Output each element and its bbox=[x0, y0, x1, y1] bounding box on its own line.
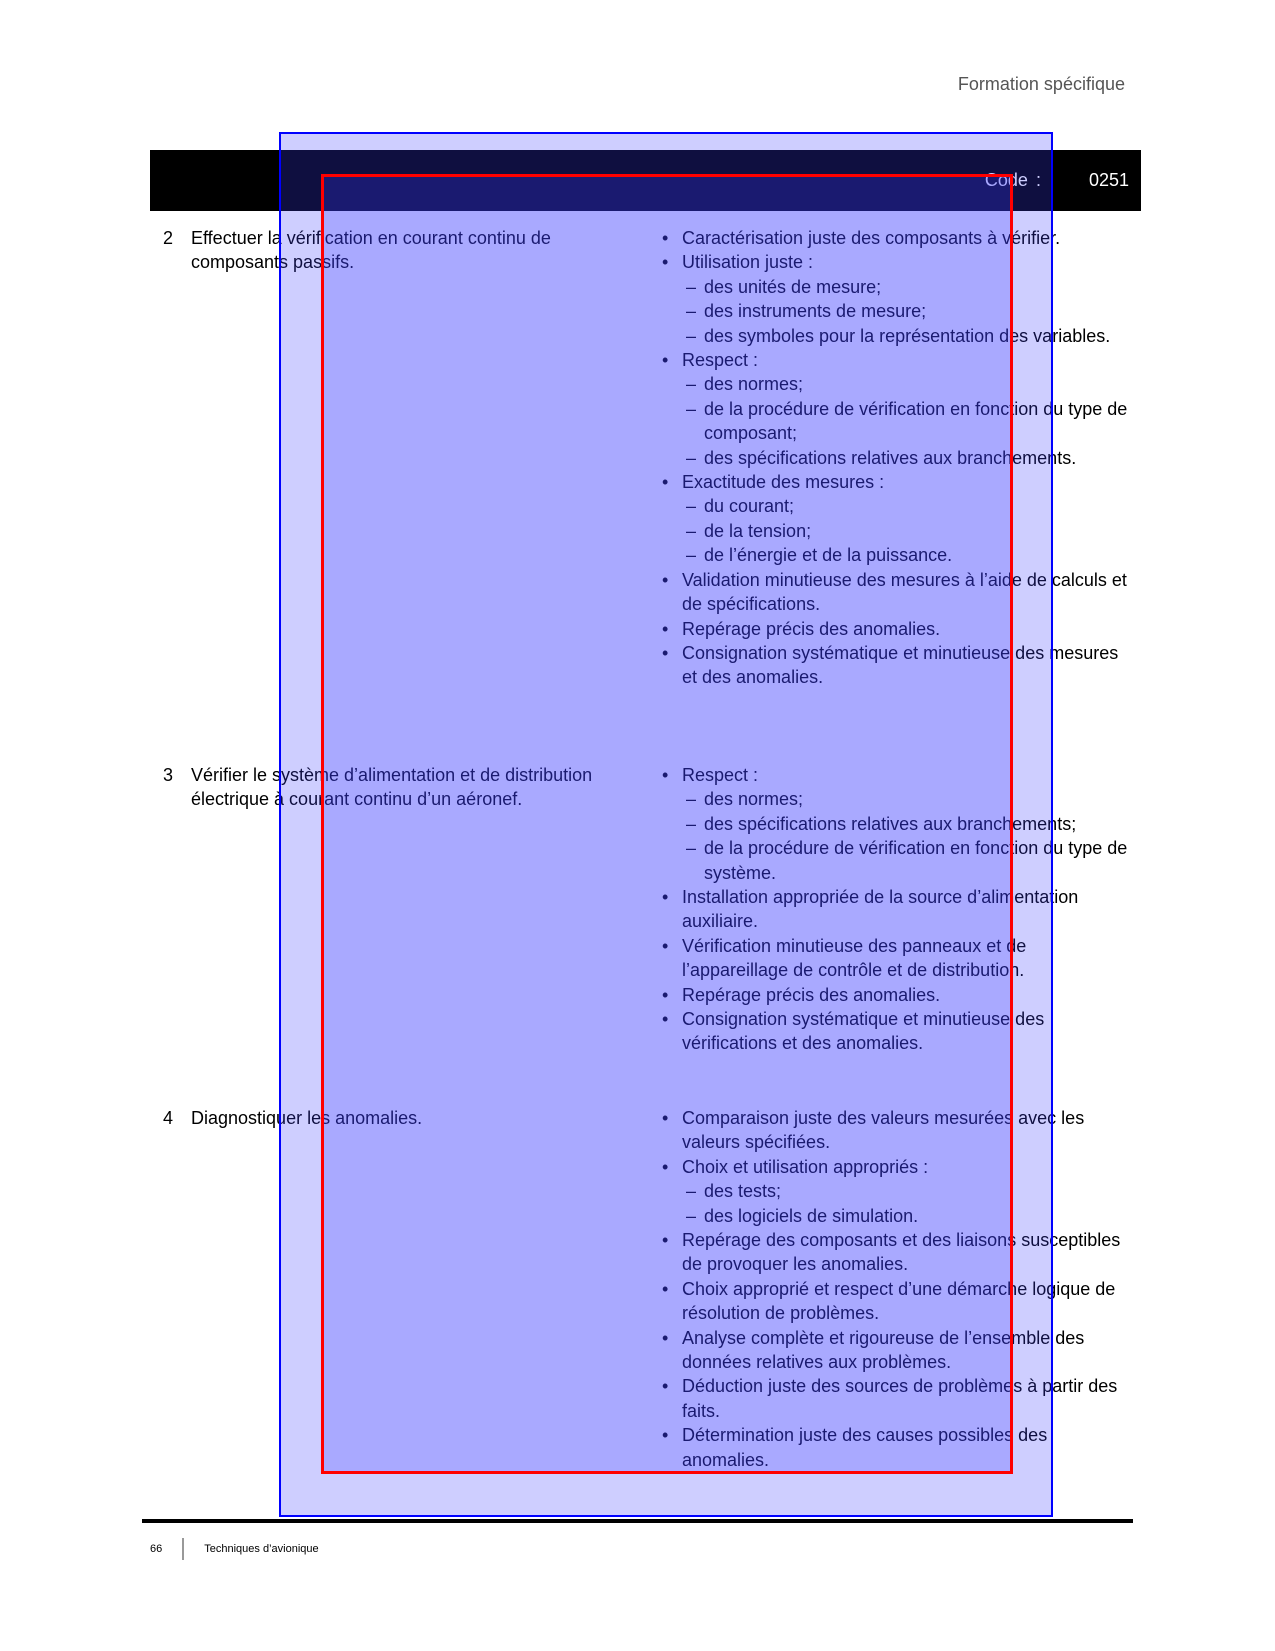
criterion-subitem: de la procédure de vérification en fonct… bbox=[662, 836, 1132, 885]
code-separator: : bbox=[1035, 170, 1041, 190]
code-value: 0251 bbox=[1088, 170, 1129, 190]
criterion-subitem: du courant; bbox=[662, 494, 1132, 519]
criterion-bullet: Détermination juste des causes possibles… bbox=[662, 1423, 1132, 1472]
criteria-list: Comparaison juste des valeurs mesurées a… bbox=[662, 1106, 1132, 1472]
footer: 66 Techniques d’avionique bbox=[150, 1538, 319, 1560]
criterion-subitem: des spécifications relatives aux branche… bbox=[662, 446, 1132, 471]
criterion-bullet: Choix approprié et respect d’une démarch… bbox=[662, 1277, 1132, 1326]
criterion-bullet: Repérage des composants et des liaisons … bbox=[662, 1228, 1132, 1277]
criterion-bullet: Caractérisation juste des composants à v… bbox=[662, 226, 1132, 251]
criterion-bullet: Repérage précis des anomalies. bbox=[662, 617, 1132, 642]
footer-separator bbox=[182, 1538, 185, 1560]
criterion-subitem: des symboles pour la représentation des … bbox=[662, 324, 1132, 349]
criterion-subitem: des instruments de mesure; bbox=[662, 299, 1132, 324]
element-number: 2 bbox=[163, 228, 174, 248]
criterion-subitem: des spécifications relatives aux branche… bbox=[662, 812, 1132, 837]
element-text: Effectuer la vérification en courant con… bbox=[191, 228, 551, 273]
criterion-bullet: Utilisation juste : bbox=[662, 250, 1132, 275]
criterion-bullet: Respect : bbox=[662, 348, 1132, 373]
criterion-subitem: des logiciels de simulation. bbox=[662, 1204, 1132, 1229]
element-text: Vérifier le système d’alimentation et de… bbox=[191, 765, 593, 810]
criterion-bullet: Consignation systématique et minutieuse … bbox=[662, 641, 1132, 690]
criterion-subitem: des normes; bbox=[662, 372, 1132, 397]
element-number: 4 bbox=[163, 1108, 174, 1128]
code-bar: Code : 0251 bbox=[150, 150, 1141, 211]
program-code: Code : 0251 bbox=[985, 170, 1129, 191]
criterion-bullet: Comparaison juste des valeurs mesurées a… bbox=[662, 1106, 1132, 1155]
criterion-subitem: de l’énergie et de la puissance. bbox=[662, 543, 1132, 568]
code-label: Code bbox=[984, 170, 1028, 190]
criterion-subitem: des tests; bbox=[662, 1179, 1132, 1204]
criterion-bullet: Analyse complète et rigoureuse de l’ense… bbox=[662, 1326, 1132, 1375]
criterion-bullet: Consignation systématique et minutieuse … bbox=[662, 1007, 1132, 1056]
criterion-bullet: Installation appropriée de la source d’a… bbox=[662, 885, 1132, 934]
criteria-list: Caractérisation juste des composants à v… bbox=[662, 226, 1132, 690]
criterion-bullet: Déduction juste des sources de problèmes… bbox=[662, 1374, 1132, 1423]
page-number: 66 bbox=[150, 1543, 163, 1555]
criterion-bullet: Exactitude des mesures : bbox=[662, 470, 1132, 495]
criterion-bullet: Vérification minutieuse des panneaux et … bbox=[662, 934, 1132, 983]
footer-title: Techniques d’avionique bbox=[204, 1543, 319, 1555]
criterion-subitem: de la procédure de vérification en fonct… bbox=[662, 397, 1132, 446]
criterion-bullet: Respect : bbox=[662, 763, 1132, 788]
criterion-subitem: des unités de mesure; bbox=[662, 275, 1132, 300]
criteria-list: Respect :des normes;des spécifications r… bbox=[662, 763, 1132, 1056]
criterion-subitem: des normes; bbox=[662, 787, 1132, 812]
criterion-bullet: Validation minutieuse des mesures à l’ai… bbox=[662, 568, 1132, 617]
criterion-bullet: Repérage précis des anomalies. bbox=[662, 983, 1132, 1008]
element-text: Diagnostiquer les anomalies. bbox=[191, 1108, 423, 1128]
criterion-bullet: Choix et utilisation appropriés : bbox=[662, 1155, 1132, 1180]
footer-rule bbox=[142, 1519, 1133, 1523]
element-number: 3 bbox=[163, 765, 174, 785]
criterion-subitem: de la tension; bbox=[662, 519, 1132, 544]
running-header: Formation spécifique bbox=[957, 74, 1125, 94]
